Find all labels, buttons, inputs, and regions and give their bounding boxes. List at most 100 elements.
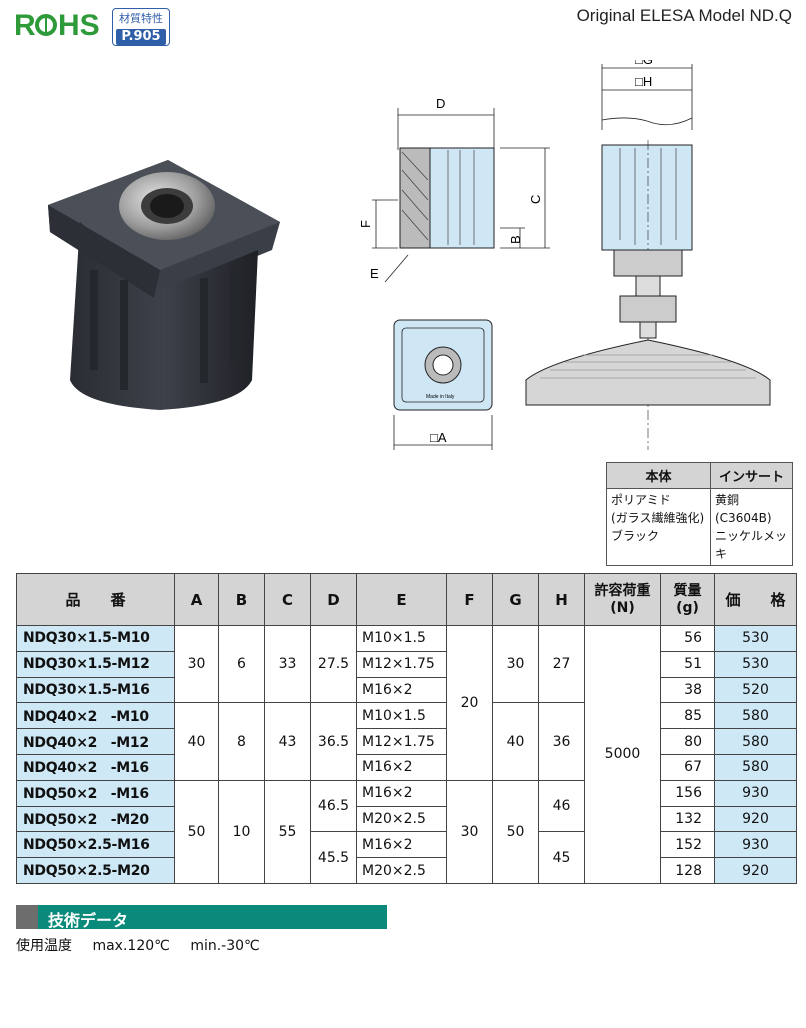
cell-E: M16×2 — [356, 753, 447, 781]
cell-H: 45 — [538, 831, 585, 884]
dim-C-label: C — [528, 195, 543, 204]
badge-page: P.905 — [116, 29, 166, 45]
cell-A: 50 — [174, 779, 219, 884]
cell-price: 530 — [714, 625, 797, 652]
side-section-view: D C B F E — [358, 96, 550, 283]
table-row: NDQ50×2 -M20 M20×2.5 132 920 — [16, 805, 797, 833]
spec-header-row: 品 番 A B C D E F G H 許容荷重(N) 質量(g) 価 格 — [16, 573, 797, 626]
header-part-no: 品 番 — [16, 573, 175, 626]
cell-price: 580 — [714, 702, 797, 730]
tech-data-title: 技術データ — [48, 911, 129, 930]
part-number: NDQ50×2 -M16 — [16, 779, 175, 807]
dim-D-label: D — [436, 96, 445, 111]
cell-price: 580 — [714, 728, 797, 755]
rohs-logo: R HS — [14, 9, 100, 42]
cell-A: 40 — [174, 702, 219, 781]
cell-E: M12×1.75 — [356, 650, 447, 678]
cell-D: 36.5 — [310, 702, 357, 781]
technical-drawing: D C B F E Made in Italy □A — [358, 60, 771, 450]
cell-E: M16×2 — [356, 779, 447, 807]
material-table: 本体 インサート ポリアミド (ガラス繊維強化) ブラック 黄銅 (C3604B… — [606, 462, 793, 566]
header-load: 許容荷重(N) — [584, 573, 661, 626]
header-G: G — [492, 573, 539, 626]
cell-price: 920 — [714, 805, 797, 833]
part-number: NDQ50×2.5-M20 — [16, 857, 175, 884]
table-row: NDQ40×2 -M12 M12×1.75 80 580 — [16, 728, 797, 755]
cell-E: M20×2.5 — [356, 857, 447, 884]
dim-E-label: E — [370, 266, 379, 281]
material-property-badge: 材質特性 P.905 — [112, 8, 170, 46]
table-row: NDQ30×1.5-M10 30 6 33 27.5 M10×1.5 20 30… — [16, 624, 797, 884]
heading-tab-marker — [16, 905, 38, 929]
cell-E: M10×1.5 — [356, 625, 447, 652]
header-E: E — [356, 573, 447, 626]
cell-mass: 156 — [660, 779, 715, 807]
material-header-insert: インサート — [710, 462, 793, 489]
part-number: NDQ50×2.5-M16 — [16, 831, 175, 859]
header-mass: 質量(g) — [660, 573, 715, 626]
part-number: NDQ30×1.5-M16 — [16, 676, 175, 704]
temp-max: max.120℃ — [92, 938, 170, 954]
cell-B: 8 — [218, 702, 265, 781]
part-number: NDQ40×2 -M16 — [16, 753, 175, 781]
part-number: NDQ30×1.5-M10 — [16, 625, 175, 652]
dim-B-label: B — [508, 235, 523, 244]
product-photo — [48, 160, 280, 410]
tech-data-heading: 技術データ — [16, 905, 387, 930]
cell-mass: 132 — [660, 805, 715, 833]
cell-mass: 128 — [660, 857, 715, 884]
cell-E: M10×1.5 — [356, 702, 447, 730]
cell-mass: 51 — [660, 650, 715, 678]
cell-C: 43 — [264, 702, 311, 781]
cell-C: 55 — [264, 779, 311, 884]
svg-text:HS: HS — [58, 9, 100, 42]
cell-E: M16×2 — [356, 676, 447, 704]
material-insert-cell: 黄銅 (C3604B) ニッケルメッキ — [710, 488, 793, 566]
part-number: NDQ30×1.5-M12 — [16, 650, 175, 678]
dim-A-label: □A — [430, 430, 447, 445]
cell-mass: 38 — [660, 676, 715, 704]
header-H: H — [538, 573, 585, 626]
model-title: Original ELESA Model ND.Q — [576, 6, 792, 25]
cell-mass: 152 — [660, 831, 715, 859]
table-row: NDQ50×2.5-M20 M20×2.5 128 920 — [16, 857, 797, 884]
svg-text:R: R — [14, 9, 36, 42]
table-row: NDQ40×2 -M10 40 8 43 36.5 M10×1.5 40 36 … — [16, 702, 797, 781]
cell-B: 10 — [218, 779, 265, 884]
header-A: A — [174, 573, 219, 626]
cell-G: 40 — [492, 702, 539, 781]
cell-D: 27.5 — [310, 624, 357, 704]
spec-table: 品 番 A B C D E F G H 許容荷重(N) 質量(g) 価 格 ND… — [16, 573, 797, 884]
top-view: Made in Italy □A — [393, 319, 493, 450]
cell-price: 920 — [714, 857, 797, 884]
cell-H: 27 — [538, 624, 585, 704]
cell-G: 30 — [492, 624, 539, 704]
header-price: 価 格 — [714, 573, 797, 626]
cell-A: 30 — [174, 624, 219, 704]
dim-G-label: □G — [635, 60, 653, 67]
cell-mass: 67 — [660, 753, 715, 781]
operating-temperature: 使用温度 max.120℃ min.-30℃ — [16, 935, 274, 955]
header-D: D — [310, 573, 357, 626]
table-row: NDQ50×2.5-M16 45.5 M16×2 45 152 930 — [16, 831, 797, 884]
cell-price: 580 — [714, 753, 797, 781]
cell-mass: 80 — [660, 728, 715, 755]
assembly-view: □G □H — [525, 60, 771, 450]
cell-E: M20×2.5 — [356, 805, 447, 833]
cell-price: 930 — [714, 779, 797, 807]
part-number: NDQ40×2 -M10 — [16, 702, 175, 730]
cell-mass: 85 — [660, 702, 715, 730]
part-number: NDQ50×2 -M20 — [16, 805, 175, 833]
material-body-cell: ポリアミド (ガラス繊維強化) ブラック — [606, 488, 711, 566]
cell-load: 5000 — [584, 625, 661, 884]
cell-H: 46 — [538, 779, 585, 833]
table-row: NDQ30×1.5-M16 M16×2 38 520 — [16, 676, 797, 704]
dim-H-label: □H — [635, 74, 652, 89]
made-in-marking: Made in Italy — [426, 394, 455, 400]
cell-H: 36 — [538, 702, 585, 781]
cell-D: 46.5 — [310, 779, 357, 833]
cell-E: M16×2 — [356, 831, 447, 859]
cell-price: 520 — [714, 676, 797, 704]
part-number: NDQ40×2 -M12 — [16, 728, 175, 755]
cell-F: 20 — [446, 625, 493, 781]
